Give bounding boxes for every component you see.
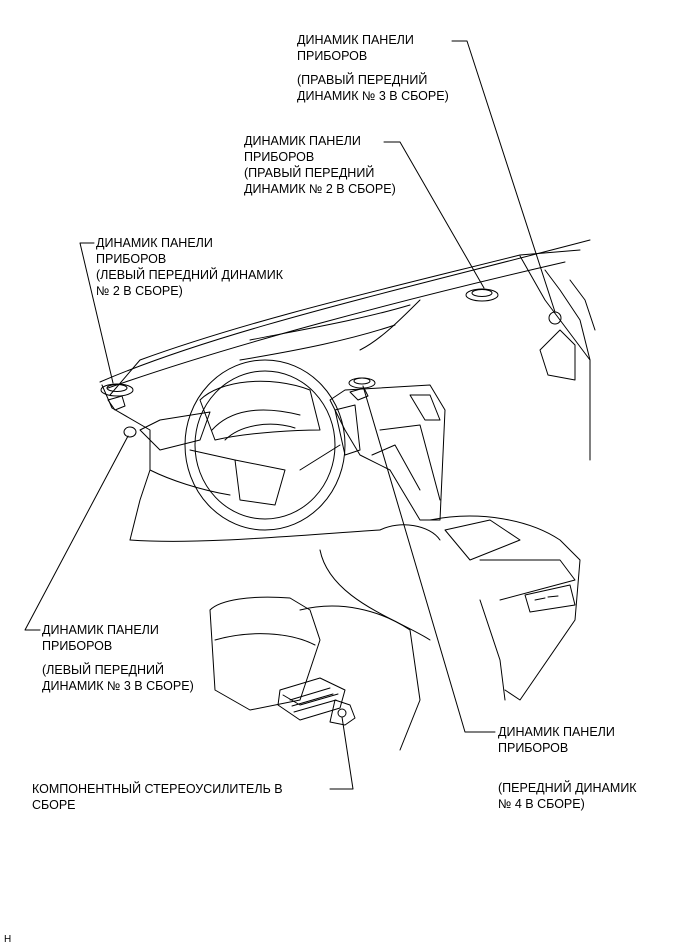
callout-line: ДИНАМИК ПАНЕЛИ (244, 134, 361, 148)
center-vent-left (334, 404, 361, 456)
speaker-left-2-bracket (107, 395, 126, 411)
amplifier-shape (277, 677, 356, 726)
dash-top-line (107, 261, 566, 389)
dash-upper-panel (109, 249, 581, 396)
speaker-front-4 (348, 377, 376, 389)
center-vent-right (409, 394, 441, 421)
speaker-left-3 (123, 426, 137, 438)
instrument-cluster (199, 380, 321, 441)
callout-stereo-amplifier: КОМПОНЕНТНЫЙ СТЕРЕОУСИЛИТЕЛЬ В СБОРЕ (32, 781, 283, 813)
callout-line: (ЛЕВЫЙ ПЕРЕДНИЙ (42, 663, 165, 677)
steering-wheel (184, 359, 346, 531)
callout-line: ПРИБОРОВ (42, 639, 113, 653)
callout-line: ДИНАМИК ПАНЕЛИ (96, 236, 213, 250)
callout-left-front-speaker-3: ДИНАМИК ПАНЕЛИ ПРИБОРОВ (ЛЕВЫЙ ПЕРЕДНИЙ … (42, 622, 194, 694)
callout-line: СБОРЕ (32, 798, 76, 812)
callout-left-front-speaker-2: ДИНАМИК ПАНЕЛИ ПРИБОРОВ (ЛЕВЫЙ ПЕРЕДНИЙ … (96, 235, 283, 299)
seat-outline (209, 596, 321, 711)
callout-right-front-speaker-3: ДИНАМИК ПАНЕЛИ ПРИБОРОВ (ПРАВЫЙ ПЕРЕДНИЙ… (297, 32, 449, 104)
windshield-edge (99, 239, 591, 383)
steering-hub (234, 459, 286, 506)
left-dash-end (101, 384, 151, 541)
callout-front-speaker-4: ДИНАМИК ПАНЕЛИ ПРИБОРОВ (ПЕРЕДНИЙ ДИНАМИ… (498, 724, 637, 812)
callout-line: ДИНАМИК ПАНЕЛИ (42, 623, 159, 637)
speaker-front-4-bracket (349, 387, 369, 401)
center-console (429, 515, 581, 701)
a-pillar-right (544, 269, 591, 461)
figure-code: H (4, 934, 12, 945)
leader-left-3 (24, 435, 129, 631)
callout-line: ДИНАМИК № 2 В СБОРЕ) (244, 182, 396, 196)
callout-line: (ПРАВЫЙ ПЕРЕДНИЙ (297, 73, 428, 87)
leader-front-4 (362, 385, 496, 733)
callout-line: ДИНАМИК № 3 В СБОРЕ) (297, 89, 449, 103)
leader-right-2 (383, 141, 485, 289)
callout-line: ПРИБОРОВ (297, 49, 368, 63)
callout-line: (ПЕРЕДНИЙ ДИНАМИК (498, 781, 637, 795)
leader-left-2 (79, 242, 114, 384)
callout-line: ПРИБОРОВ (96, 252, 167, 266)
callout-line: ДИНАМИК ПАНЕЛИ (498, 725, 615, 739)
leader-amplifier (329, 716, 354, 790)
callout-line: ДИНАМИК № 3 В СБОРЕ) (42, 679, 194, 693)
leader-right-3 (451, 40, 556, 313)
callout-line: ДИНАМИК ПАНЕЛИ (297, 33, 414, 47)
callout-line: (ПРАВЫЙ ПЕРЕДНИЙ (244, 166, 375, 180)
callout-line: ПРИБОРОВ (244, 150, 315, 164)
callout-line: № 4 В СБОРЕ) (498, 797, 585, 811)
speaker-right-2 (465, 288, 499, 302)
speaker-left-2 (100, 383, 134, 397)
callout-line: ПРИБОРОВ (498, 741, 569, 755)
callout-line: (ЛЕВЫЙ ПЕРЕДНИЙ ДИНАМИК (96, 268, 283, 282)
console-buttons (524, 584, 576, 613)
callout-line: КОМПОНЕНТНЫЙ СТЕРЕОУСИЛИТЕЛЬ В (32, 782, 283, 796)
callout-line: № 2 В СБОРЕ) (96, 284, 183, 298)
callout-right-front-speaker-2: ДИНАМИК ПАНЕЛИ ПРИБОРОВ (ПРАВЫЙ ПЕРЕДНИЙ… (244, 133, 396, 197)
right-vent (539, 329, 576, 381)
